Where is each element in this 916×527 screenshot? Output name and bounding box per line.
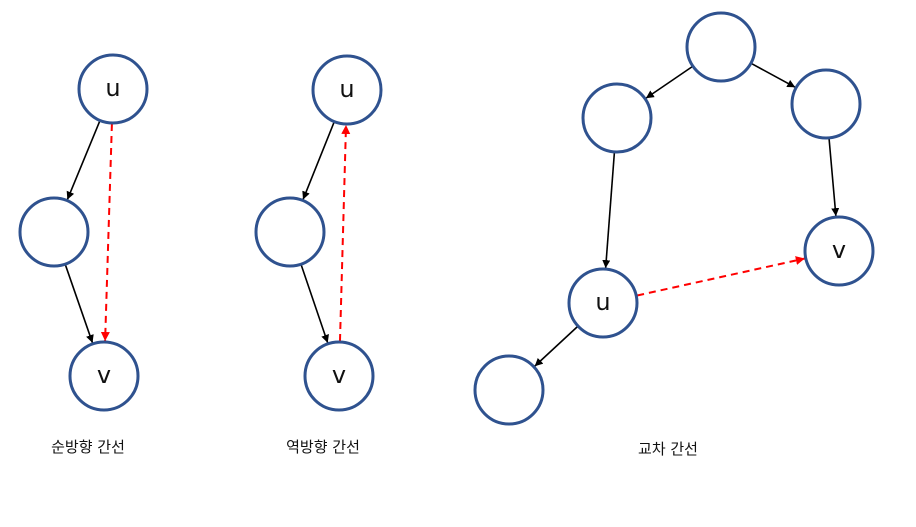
edge-forward-u-to-v-d0 [100, 123, 113, 342]
edge-tree-left-to-u-d2 [602, 152, 616, 269]
caption-cross-edge: 교차 간선 [638, 440, 698, 458]
caption-forward-edge: 순방향 간선 [51, 438, 125, 456]
node-circle [685, 11, 757, 83]
node-root-d2 [685, 11, 757, 83]
node-v-d0: v [68, 340, 140, 412]
node-u-d1: u [311, 54, 383, 126]
caption-back-edge: 역방향 간선 [286, 438, 360, 456]
node-circle [803, 215, 875, 287]
node-label: u [339, 75, 354, 103]
edge-back-v-to-u-d1 [338, 124, 351, 342]
node-u-d2: u [567, 267, 639, 339]
node-circle [567, 267, 639, 339]
edge-tree-right-to-v-d2 [828, 138, 840, 217]
node-label: u [595, 288, 610, 316]
edge-tree-root-to-right-d2 [751, 62, 796, 89]
edge-tree-m-to-v-d0 [64, 264, 94, 344]
node-circle [581, 82, 653, 154]
edge-layer [64, 62, 840, 367]
node-leaf-d2 [473, 354, 545, 426]
node-circle [303, 340, 375, 412]
node-m-d0 [18, 196, 90, 268]
node-circle [18, 196, 90, 268]
node-label: v [97, 361, 111, 389]
node-left-d2 [581, 82, 653, 154]
edge-tree-root-to-left-d2 [645, 66, 693, 99]
node-right-d2 [790, 68, 862, 140]
node-circle [68, 340, 140, 412]
edge-tree-m-to-v-d1 [300, 264, 329, 344]
node-circle [790, 68, 862, 140]
node-m-d1 [254, 196, 326, 268]
node-layer: u v u v u v [18, 11, 875, 426]
node-label: v [332, 361, 346, 389]
edge-tree-u-to-m-d0 [66, 121, 101, 200]
node-circle [77, 53, 149, 125]
node-v-d2: v [803, 215, 875, 287]
node-label: v [832, 236, 846, 264]
edge-tree-u-to-leaf-d2 [534, 326, 578, 367]
node-v-d1: v [303, 340, 375, 412]
node-circle [311, 54, 383, 126]
node-label: u [105, 74, 120, 102]
node-circle [473, 354, 545, 426]
edge-tree-u-to-m-d1 [302, 122, 335, 200]
node-u-d0: u [77, 53, 149, 125]
edge-cross-u-to-v-d2 [636, 256, 806, 297]
node-circle [254, 196, 326, 268]
